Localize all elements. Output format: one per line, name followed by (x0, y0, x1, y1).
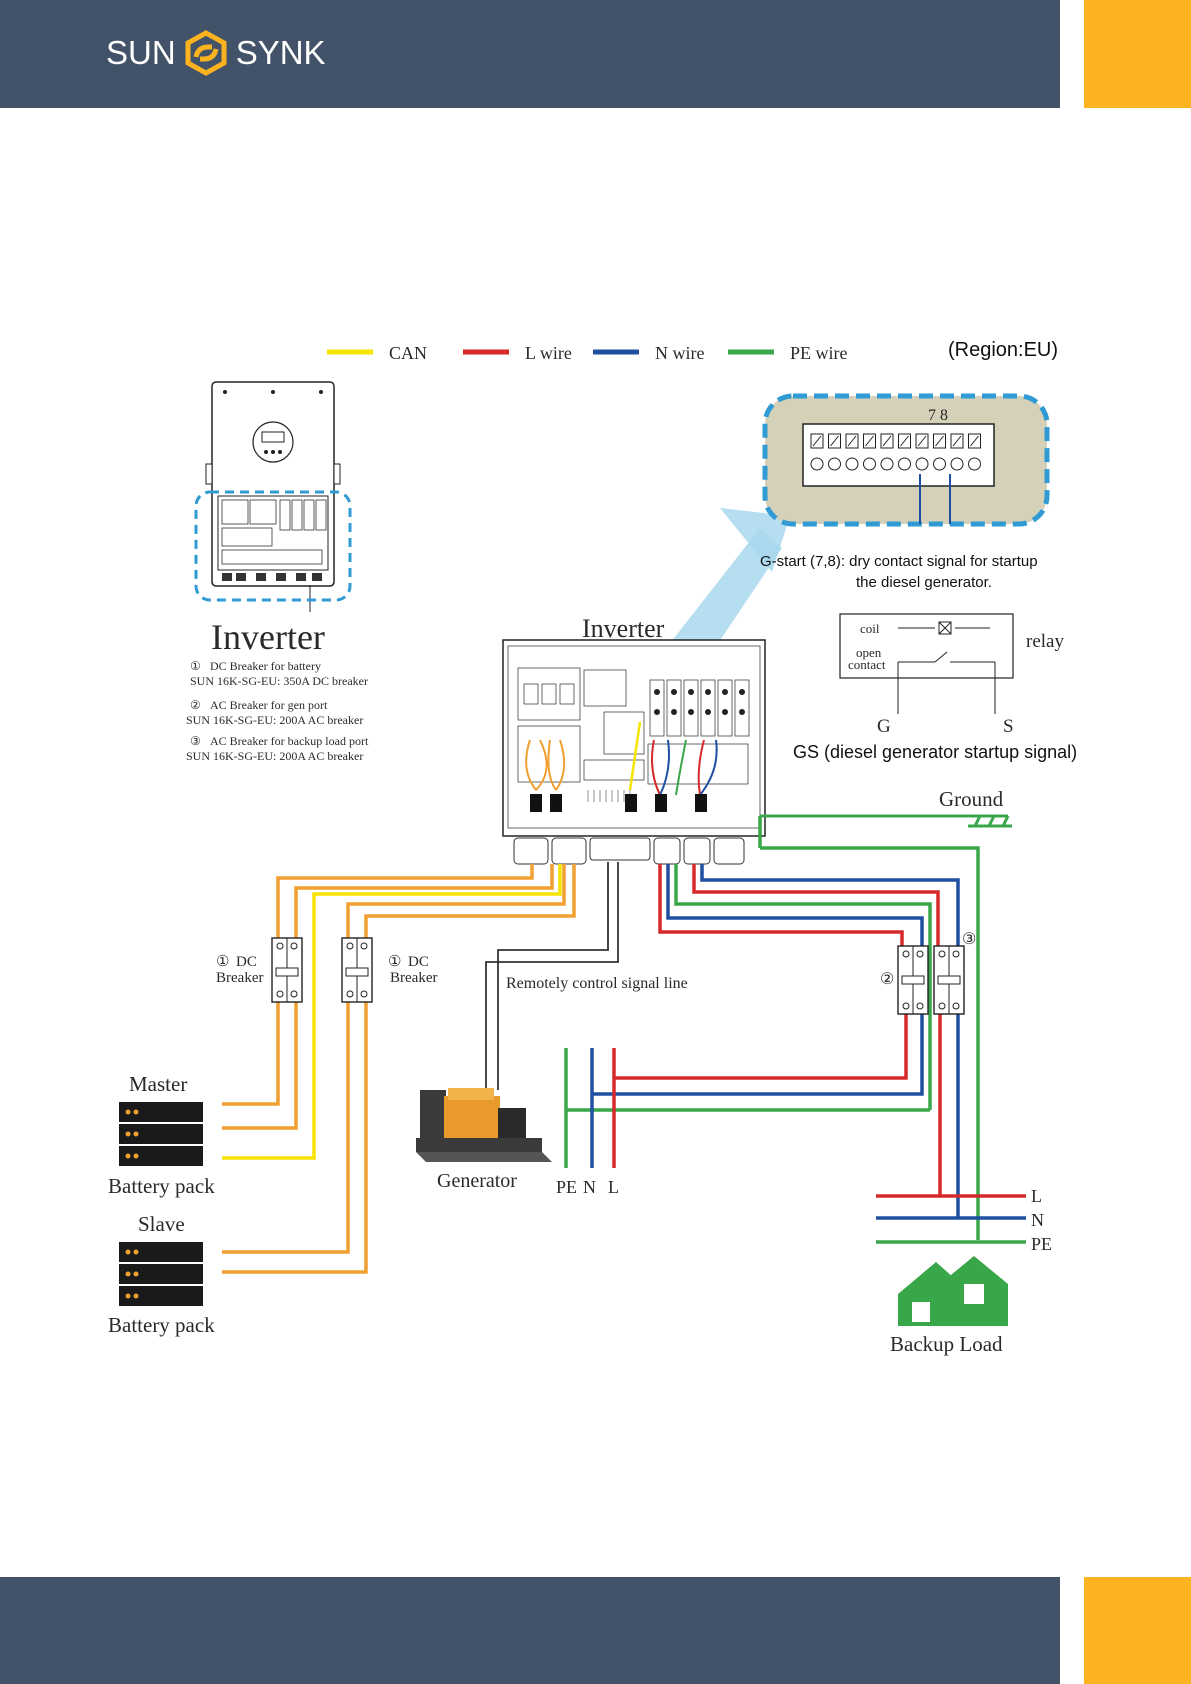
legend-n-label: N wire (655, 343, 704, 363)
relay-s-label: S (1003, 716, 1014, 737)
relay-caption: GS (diesel generator startup signal) (793, 742, 1077, 762)
terminal-hole (810, 457, 824, 471)
dc-breaker-right-line2: Breaker (390, 970, 437, 986)
battery-pack-slave (119, 1242, 203, 1306)
dc-breaker-left-num: ① (216, 954, 229, 970)
ac-breaker-gen (897, 945, 929, 1015)
generator-n-label: N (583, 1177, 596, 1197)
relay-label: relay (1026, 631, 1064, 652)
dc-breaker-right (341, 937, 373, 1003)
note-2-num: ② (190, 698, 201, 712)
legend-can-label: CAN (389, 343, 427, 363)
small-inverter-highlight (194, 490, 352, 602)
header-accent-block (1084, 0, 1191, 108)
house-icon (898, 1256, 1008, 1326)
terminal-hole (863, 457, 876, 471)
relay-coil-label: coil (860, 621, 880, 636)
ac-breaker-load-num: ③ (962, 931, 976, 948)
footer-bar (0, 1577, 1060, 1684)
legend-l-label: L wire (525, 343, 572, 363)
battery-cables (222, 864, 576, 1274)
generator-pe-label: PE (556, 1177, 577, 1197)
terminal-zoom: 7 8 (762, 393, 1050, 527)
terminal-hole (933, 457, 946, 471)
ground-label: Ground (939, 787, 1004, 811)
relay-contact-label: contact (848, 657, 886, 672)
terminal-caption-line1: G-start (7,8): dry contact signal for st… (760, 553, 1038, 570)
battery-pack-1-label: Battery pack (108, 1174, 215, 1198)
note-3-line2: SUN 16K-SG-EU: 200A AC breaker (186, 749, 363, 763)
signal-cable (485, 862, 619, 1090)
battery-pack-master (119, 1102, 203, 1166)
terminal-hole (880, 457, 894, 471)
can-cable (222, 864, 562, 1160)
header-bar (0, 0, 1060, 108)
backup-load-label: Backup Load (890, 1332, 1003, 1356)
sunsynk-logo: SUN SYNK (106, 28, 326, 78)
logo-text-left: SUN (106, 34, 176, 71)
relay-open-label: open (856, 645, 882, 660)
dc-breaker-left-line2: Breaker (216, 970, 263, 986)
battery-pack-2-label: Battery pack (108, 1313, 215, 1337)
ac-breaker-gen-num: ② (880, 971, 894, 988)
terminal-caption-line2: the diesel generator. (856, 574, 992, 591)
relay-diagram: coil open contact relay G S (839, 613, 1064, 737)
logo-text-right: SYNK (235, 34, 326, 71)
dc-breaker-right-line1: DC (408, 954, 429, 970)
legend: CAN L wire N wire PE wire (Region:EU) (327, 339, 1058, 363)
note-1-num: ① (190, 659, 201, 673)
footer-accent-block (1084, 1577, 1191, 1684)
relay-g-label: G (877, 716, 891, 737)
dc-breaker-left-line1: DC (236, 954, 257, 970)
terminal-hole (968, 457, 981, 471)
terminal-hole (950, 457, 964, 471)
dc-breaker-right-num: ① (388, 954, 401, 970)
wiring-diagram: CAN L wire N wire PE wire (Region:EU) In… (108, 339, 1077, 1356)
note-3-num: ③ (190, 734, 201, 748)
dc-breaker-left (271, 937, 303, 1003)
note-2-line1: AC Breaker for gen port (210, 698, 328, 712)
sun-logo-icon (185, 30, 227, 76)
ac-cables (564, 816, 1026, 1244)
inverter-small (194, 381, 352, 612)
note-1-line1: DC Breaker for battery (210, 659, 321, 673)
terminal-hole (898, 457, 911, 471)
backup-n-label: N (1031, 1210, 1044, 1230)
region-label: (Region:EU) (948, 339, 1058, 361)
zoom-arrow-head (720, 508, 790, 572)
inverter-main-title: Inverter (582, 614, 665, 643)
terminal-hole (845, 457, 859, 471)
note-1-line2: SUN 16K-SG-EU: 350A DC breaker (190, 674, 368, 688)
inverter-main (502, 639, 766, 865)
battery-slave-label: Slave (138, 1212, 185, 1236)
backup-pe-label: PE (1031, 1234, 1052, 1254)
generator-label: Generator (437, 1170, 517, 1192)
terminal-hole (915, 457, 929, 471)
signal-line-label: Remotely control signal line (506, 975, 688, 992)
terminal-pins-label: 7 8 (928, 407, 948, 424)
inverter-small-title: Inverter (211, 617, 325, 657)
terminal-hole (828, 457, 841, 471)
legend-pe-label: PE wire (790, 343, 848, 363)
battery-master-label: Master (129, 1072, 187, 1096)
ac-breaker-load (933, 945, 965, 1015)
backup-l-label: L (1031, 1186, 1042, 1206)
note-3-line1: AC Breaker for backup load port (210, 734, 369, 748)
generator-icon (416, 1088, 552, 1162)
generator-l-label: L (608, 1177, 619, 1197)
note-2-line2: SUN 16K-SG-EU: 200A AC breaker (186, 713, 363, 727)
ground-icon (760, 814, 1012, 828)
breaker-notes: ① DC Breaker for battery SUN 16K-SG-EU: … (186, 659, 369, 763)
